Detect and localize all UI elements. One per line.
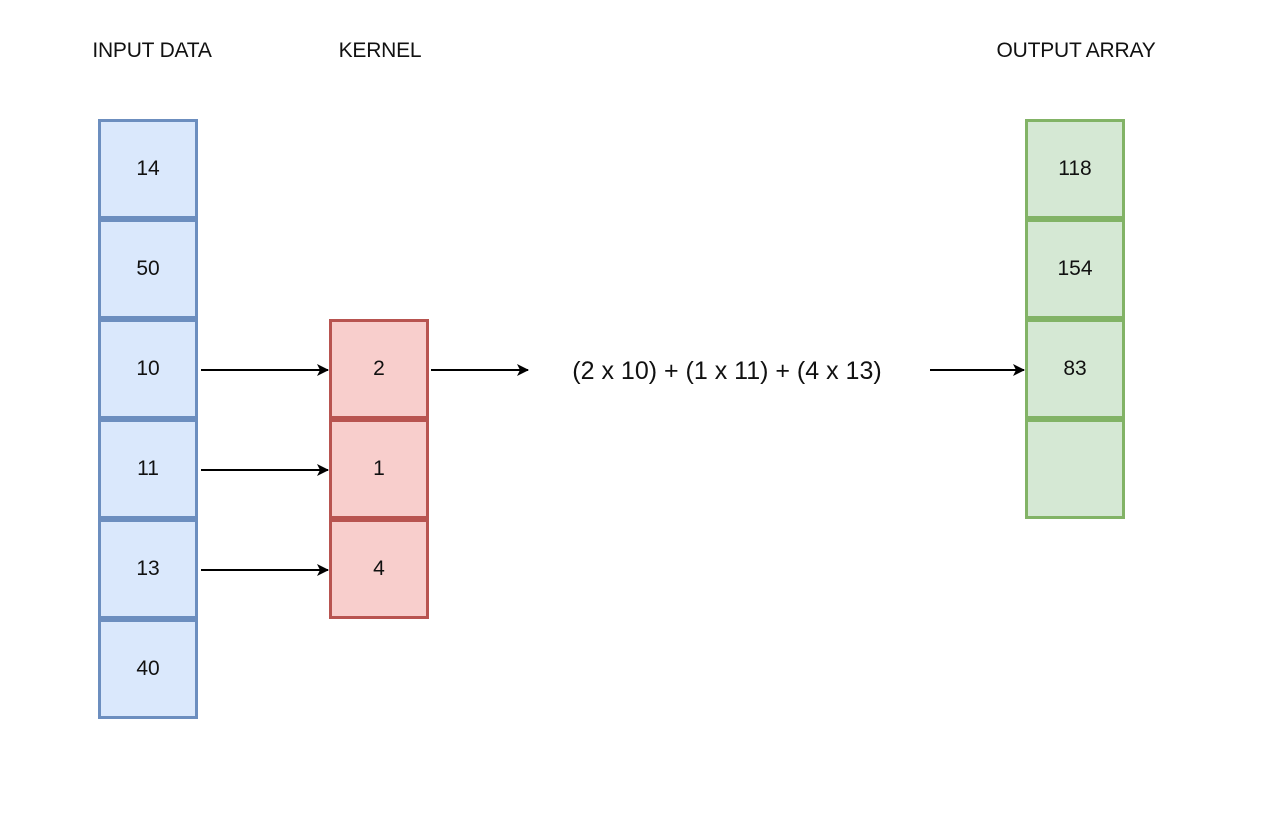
- output-cell: [1025, 419, 1125, 519]
- input-cell: 50: [98, 219, 198, 319]
- input-cell: 40: [98, 619, 198, 719]
- output-cell: 83: [1025, 319, 1125, 419]
- input-cell: 10: [98, 319, 198, 419]
- kernel-cell: 1: [329, 419, 429, 519]
- kernel-cell: 2: [329, 319, 429, 419]
- output-array-heading: OUTPUT ARRAY: [996, 39, 1156, 62]
- output-cell: 118: [1025, 119, 1125, 219]
- output-cell: 154: [1025, 219, 1125, 319]
- input-cell: 14: [98, 119, 198, 219]
- input-data-heading: INPUT DATA: [92, 39, 212, 62]
- kernel-cell: 4: [329, 519, 429, 619]
- input-cell: 11: [98, 419, 198, 519]
- calculation-formula: (2 x 10) + (1 x 11) + (4 x 13): [572, 357, 882, 385]
- input-cell: 13: [98, 519, 198, 619]
- kernel-heading: KERNEL: [338, 39, 422, 62]
